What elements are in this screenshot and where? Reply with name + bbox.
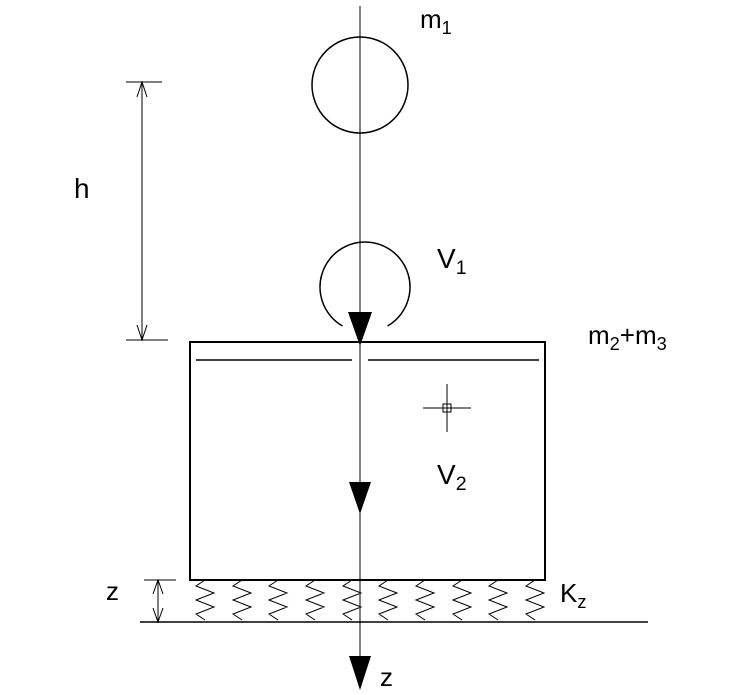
crosshair-pickbox — [442, 403, 452, 413]
v1-arrowhead-icon — [348, 312, 372, 346]
z-dimension-arrow-up-icon — [152, 578, 164, 595]
label-z-deflection: z — [106, 576, 119, 606]
h-dimension: h — [74, 80, 168, 342]
block-m2-m3 — [189, 341, 546, 581]
v2-arrowhead-icon — [349, 482, 371, 514]
h-dimension-arrow-up-icon — [136, 80, 148, 98]
z-deflection-dimension: z — [106, 576, 176, 624]
label-v2: V2 — [437, 459, 467, 495]
z-dimension-arrow-down-icon — [152, 607, 164, 624]
label-z-axis: z — [380, 662, 393, 692]
label-v1: V1 — [437, 243, 467, 279]
v1-arc — [319, 241, 411, 327]
z-axis-arrowhead-icon — [349, 656, 371, 690]
label-m1: m1 — [420, 4, 452, 38]
crosshair-cursor-icon — [423, 384, 471, 432]
label-h: h — [74, 173, 90, 204]
spring-row — [194, 579, 546, 621]
label-m2-plus-m3: m2+m3 — [588, 320, 667, 354]
h-dimension-arrow-down-icon — [136, 324, 148, 342]
mass-m1-circle — [311, 36, 409, 134]
label-kz: Kz — [560, 578, 586, 612]
